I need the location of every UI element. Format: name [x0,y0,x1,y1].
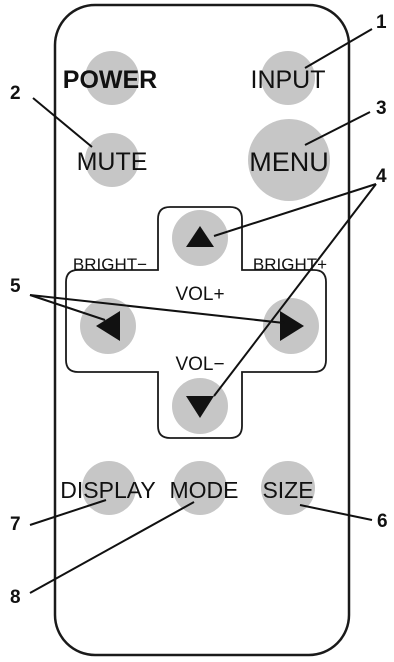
callout-number-5: 5 [10,276,21,297]
callout-line-4a [213,183,377,237]
display-button-circle[interactable] [82,461,136,515]
callout-number-1: 1 [376,12,387,33]
callout-line-7 [29,499,107,526]
callout-line-2 [32,97,93,148]
callout-number-6: 6 [377,511,388,532]
vol-minus-label: VOL− [175,354,224,375]
arrow-left-icon [96,311,120,341]
size-button-label[interactable]: SIZE [262,477,313,503]
callout-line-5a [29,294,106,321]
callout-number-7: 7 [10,514,21,535]
callout-line-6 [299,504,373,521]
up-button[interactable] [172,210,228,266]
arrow-right-icon [280,311,304,341]
menu-button-circle[interactable] [248,119,330,201]
arrow-down-icon [186,396,214,418]
dpad-outline [65,206,327,439]
mute-button-label[interactable]: MUTE [77,148,148,176]
vol-plus-label: VOL+ [175,284,224,305]
callout-number-2: 2 [10,83,21,104]
input-button-label[interactable]: INPUT [251,66,326,94]
callout-line-3 [304,111,371,146]
arrow-up-icon [186,226,214,247]
callout-number-8: 8 [10,587,21,608]
callout-line-1 [304,28,373,69]
callout-number-3: 3 [376,98,387,119]
menu-button-label[interactable]: MENU [249,147,329,177]
mute-button-circle[interactable] [85,133,139,187]
bright-plus-label: BRIGHT+ [253,255,327,274]
bright-minus-label: BRIGHT− [73,255,147,274]
callout-line-8 [29,501,195,594]
input-button-circle[interactable] [261,51,315,105]
mode-button-label[interactable]: MODE [170,477,239,503]
down-button[interactable] [172,378,228,434]
right-button[interactable] [263,298,319,354]
power-button-circle[interactable] [85,51,139,105]
power-button-label[interactable]: POWER [63,66,157,94]
callout-number-4: 4 [376,166,387,187]
display-button-label[interactable]: DISPLAY [60,477,155,503]
left-button[interactable] [80,298,136,354]
callout-line-4b [213,183,377,397]
size-button-circle[interactable] [261,461,315,515]
callout-line-5b [29,294,285,324]
mode-button-circle[interactable] [173,461,227,515]
